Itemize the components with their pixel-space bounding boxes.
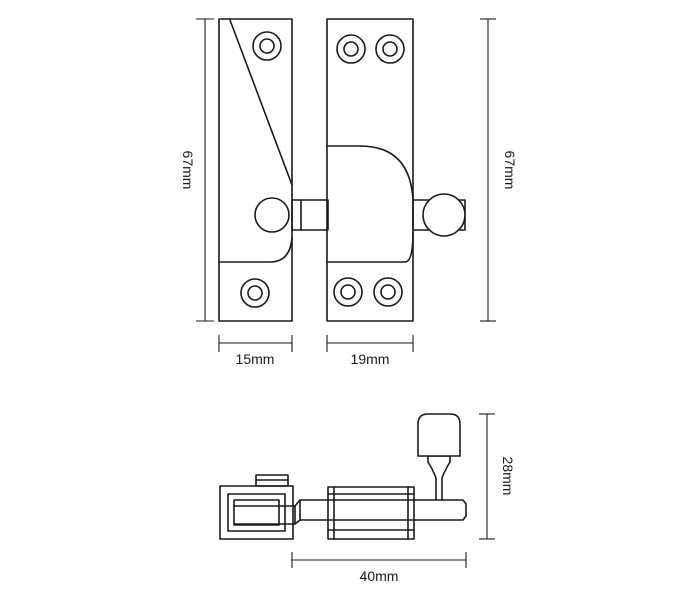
left-height-label: 67mm [180, 151, 196, 190]
side-left-block [219, 474, 294, 540]
dim-side-height: 28mm [479, 413, 516, 540]
side-height-label: 28mm [500, 457, 516, 496]
right-height-label: 67mm [502, 151, 518, 190]
screw-hole-top-right-2 [375, 34, 405, 64]
right-width-label: 19mm [351, 351, 390, 367]
screw-hole-top-right-1 [336, 34, 366, 64]
side-lever-arm [233, 499, 467, 525]
dim-right-width: 19mm [326, 335, 414, 367]
left-plate [218, 18, 293, 322]
screw-hole-bottom-right-1 [333, 277, 363, 307]
dim-left-height: 67mm [180, 18, 214, 322]
side-length-label: 40mm [360, 568, 399, 584]
screw-hole-bottom-left [240, 278, 270, 308]
side-knob [417, 413, 461, 501]
right-plate [326, 18, 414, 322]
dim-right-height: 67mm [480, 18, 518, 322]
knob-ball-left [254, 197, 290, 233]
screw-hole-bottom-right-2 [373, 277, 403, 307]
left-width-label: 15mm [236, 351, 275, 367]
dim-side-length: 40mm [291, 552, 467, 584]
screw-hole-top-left [252, 31, 282, 61]
connecting-bar [291, 199, 329, 231]
side-view: 28mm 40mm [219, 413, 516, 584]
dim-left-width: 15mm [218, 335, 293, 367]
front-view: 67mm 67mm 15mm 19mm [180, 18, 518, 367]
side-keeper-block [327, 486, 415, 540]
knob-right [412, 193, 466, 237]
